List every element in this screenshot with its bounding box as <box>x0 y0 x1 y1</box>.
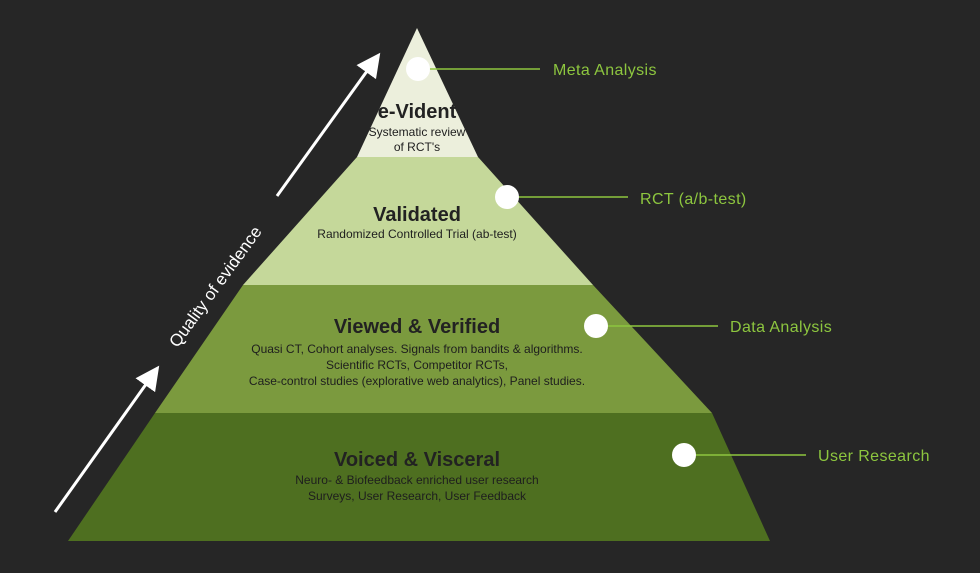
tier-2-desc-1: Randomized Controlled Trial (ab-test) <box>317 227 516 241</box>
marker-dot-meta <box>406 57 430 81</box>
tier-base-desc-2: Surveys, User Research, User Feedback <box>308 489 527 503</box>
tier-3-desc-1: Quasi CT, Cohort analyses. Signals from … <box>251 342 582 356</box>
tier-3-desc-3: Case-control studies (explorative web an… <box>249 374 585 388</box>
quality-arrow-upper <box>275 52 381 197</box>
side-label-meta: Meta Analysis <box>553 62 657 79</box>
side-label-user: User Research <box>818 448 930 465</box>
tier-3-desc-2: Scientific RCTs, Competitor RCTs, <box>326 358 508 372</box>
tier-3-title: Viewed & Verified <box>334 316 500 338</box>
tier-top-desc-2: of RCT's <box>394 140 440 154</box>
side-label-rct: RCT (a/b-test) <box>640 191 747 208</box>
tier-top-shape <box>357 28 478 157</box>
tier-base-title: Voiced & Visceral <box>334 449 500 471</box>
marker-dot-user <box>672 443 696 467</box>
marker-dot-rct <box>495 185 519 209</box>
tier-base-desc-1: Neuro- & Biofeedback enriched user resea… <box>295 473 538 487</box>
side-label-data: Data Analysis <box>730 319 832 336</box>
tier-base-shape <box>68 413 770 541</box>
tier-3-shape <box>155 285 712 413</box>
marker-dot-data <box>584 314 608 338</box>
tier-2-title: Validated <box>373 204 461 226</box>
tier-top-title: e-Vident <box>378 101 457 123</box>
quality-arrow-lower <box>53 365 160 513</box>
tier-top-desc-1: Systematic review <box>369 125 466 139</box>
